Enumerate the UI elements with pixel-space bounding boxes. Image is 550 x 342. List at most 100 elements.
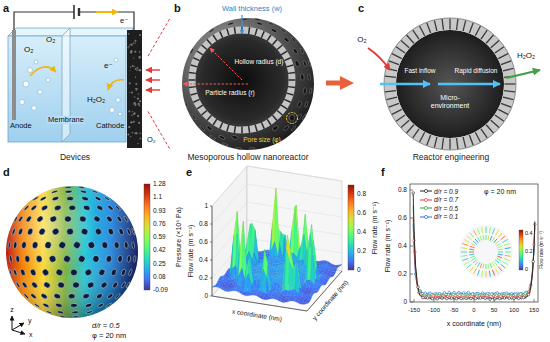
pore: [68, 294, 75, 299]
shell-cross-section: [192, 30, 292, 130]
axis-tick: -50: [450, 307, 459, 314]
pore: [8, 242, 11, 249]
tick-mark: [434, 299, 435, 302]
pore: [43, 281, 52, 289]
pore-channel: [255, 29, 257, 36]
gas-bubble: [19, 99, 24, 104]
legend-swatch: [420, 214, 432, 220]
pore: [107, 227, 115, 235]
pore: [84, 268, 93, 277]
flow-vector: [495, 260, 499, 263]
oxygen-inflow-arrow: [146, 89, 160, 90]
panel-letter: d: [3, 166, 10, 178]
pressure-colorbar: [144, 184, 150, 290]
pore: [36, 255, 43, 263]
cathode-texture: [137, 98, 139, 100]
pore-channel: [227, 125, 229, 132]
axis-x: [12, 330, 25, 334]
flow-vector: [461, 255, 467, 256]
cathode-texture: [132, 115, 133, 116]
gas-bubble: [114, 58, 118, 62]
pore-channel: [498, 54, 508, 59]
surface-cell: [293, 300, 298, 302]
chemical-label: H₂O₂: [517, 52, 535, 61]
pore-channel: [413, 129, 419, 138]
pore: [96, 204, 104, 211]
data-marker: [485, 296, 488, 299]
panel-letter: e: [186, 166, 192, 178]
pore: [290, 115, 295, 121]
cathode-texture: [135, 68, 137, 70]
pore: [283, 37, 290, 43]
flow-vector: [473, 241, 477, 244]
axis-tick: -100: [428, 307, 440, 314]
flow-vector: [470, 267, 474, 272]
pore: [57, 281, 65, 289]
pore-channel: [407, 35, 414, 43]
cathode-texture: [132, 132, 133, 133]
data-marker: [417, 286, 420, 289]
pore-channel: [449, 19, 450, 30]
zoom-line: [148, 111, 170, 149]
pore: [300, 48, 305, 54]
parameter-label: d/r = 0.5: [92, 322, 120, 330]
pore: [9, 269, 13, 276]
pore-channel: [197, 105, 203, 109]
cathode-texture: [129, 82, 131, 84]
colorbar-tick: 0: [357, 266, 361, 273]
cathode-texture: [128, 46, 129, 47]
gas-bubble: [38, 90, 42, 94]
plot-wall: [212, 166, 247, 296]
colorbar-title: Flow rate (m s⁻¹): [539, 231, 545, 269]
pore-channel: [486, 125, 493, 133]
axis-tick: 1: [204, 202, 208, 209]
pore-channel: [220, 122, 223, 128]
flow-vector: [498, 249, 503, 251]
pore: [23, 293, 29, 299]
pore: [44, 241, 52, 249]
pore-channel: [248, 126, 250, 133]
particle-radius-line: [183, 84, 248, 85]
flow-vector: [490, 263, 492, 268]
flow-vector: [470, 256, 475, 258]
flow-vector: [504, 258, 510, 260]
panel-letter: b: [174, 2, 181, 14]
electrolysis-device: [8, 5, 160, 148]
pore: [13, 269, 18, 276]
surface-cell: [294, 207, 299, 258]
gas-bubble: [23, 81, 29, 87]
pore-channel: [503, 97, 514, 100]
pore: [51, 190, 58, 194]
oxygen-inflow-arrow: [146, 79, 160, 80]
flow-vector: [478, 237, 481, 241]
pore-channel: [207, 40, 212, 45]
pore-channel: [475, 132, 480, 142]
pore: [190, 48, 195, 54]
pressure-field: [6, 186, 138, 318]
tick-mark: [410, 218, 413, 219]
cathode-texture: [138, 93, 139, 94]
pore-channel: [193, 58, 199, 61]
pore-channel: [396, 47, 405, 53]
flow-vector: [483, 235, 485, 240]
legend-swatch: [420, 188, 432, 194]
tick-mark: [210, 206, 212, 207]
pore: [70, 269, 77, 276]
pore: [77, 254, 86, 263]
panel-caption: Mesoporous hollow nanoreactor: [170, 152, 326, 162]
chemical-label: O₂: [357, 36, 366, 45]
pore: [292, 47, 298, 54]
cathode-texture: [131, 122, 132, 123]
colorbar-tick: 0.4: [357, 229, 366, 236]
pore-channel: [392, 109, 402, 114]
cathode-texture: [132, 111, 133, 112]
flow-vector: [490, 236, 492, 241]
cathode-texture: [134, 133, 136, 135]
pore-channel: [463, 20, 466, 31]
data-marker: [518, 297, 521, 300]
flow-vector: [495, 241, 499, 244]
pore: [93, 215, 102, 223]
cathode-texture: [127, 134, 129, 136]
pore: [309, 88, 312, 95]
